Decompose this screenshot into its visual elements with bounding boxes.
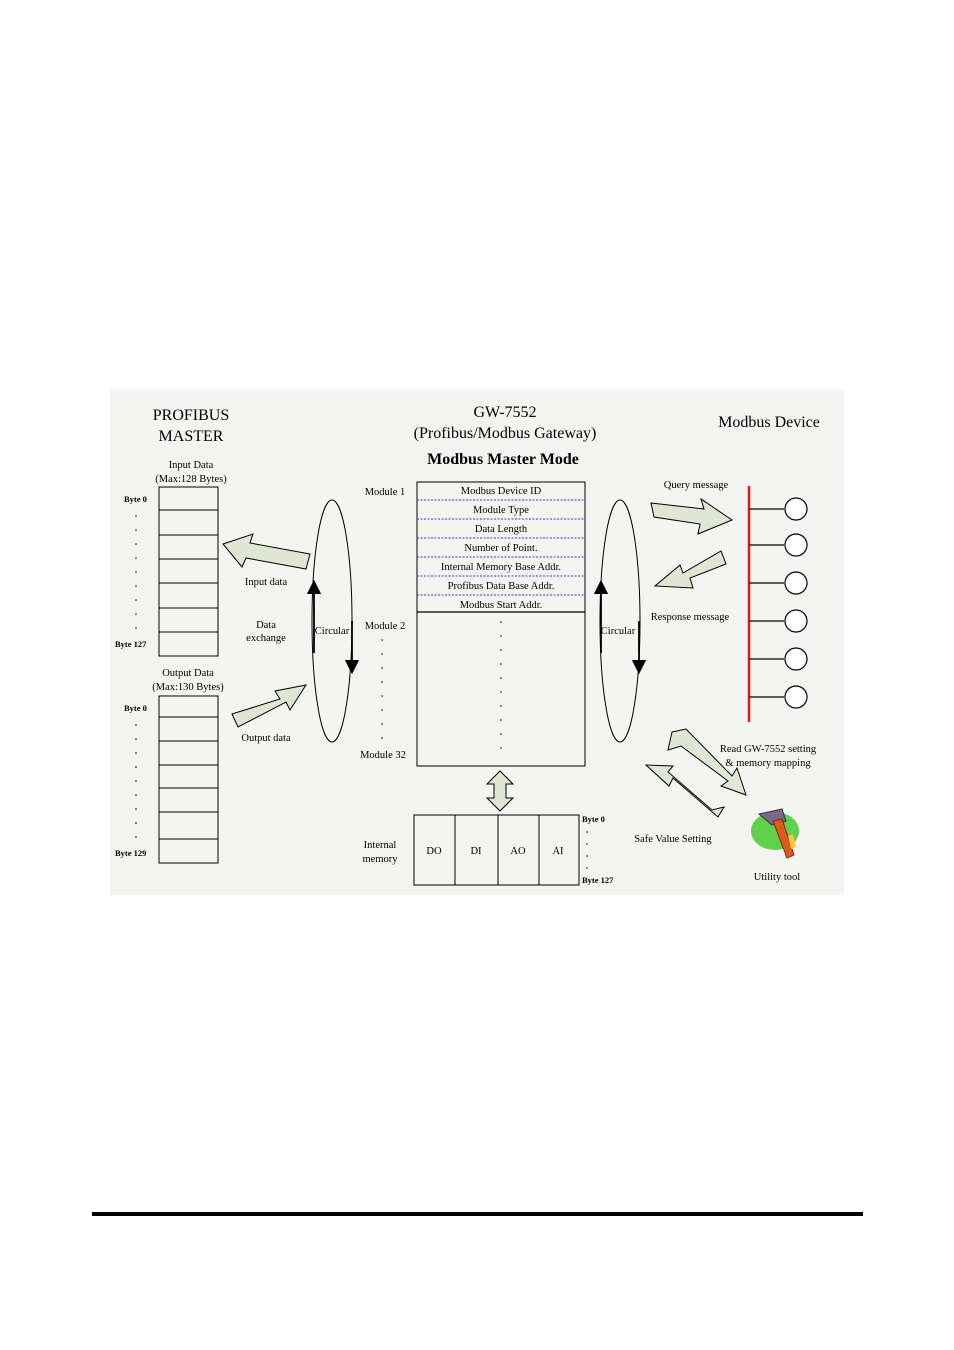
- memory-block-ao: AO: [510, 846, 526, 857]
- circular-left-label: Circular: [315, 626, 350, 637]
- output-byte-first: Byte 0: [124, 703, 147, 713]
- master-title-line2: MASTER: [159, 428, 224, 445]
- output-byte-last: Byte 129: [115, 848, 146, 858]
- input-data-subtitle: (Max:128 Bytes): [155, 474, 227, 485]
- read-setting-line1: Read GW-7552 setting: [720, 744, 817, 755]
- input-byte-dots: [135, 515, 137, 629]
- field-internal-memory-base-addr: Internal Memory Base Addr.: [441, 562, 561, 573]
- internal-memory-label-line1: Internal: [364, 840, 397, 851]
- device-title: Modbus Device: [718, 414, 820, 431]
- read-setting-arrow: [667, 728, 747, 796]
- gateway-title: GW-7552: [473, 404, 536, 421]
- field-modbus-start-addr: Modbus Start Addr.: [460, 600, 543, 611]
- memory-byte-first: Byte 0: [582, 814, 605, 824]
- input-data-arrow: [222, 533, 311, 570]
- module-32-label: Module 32: [360, 750, 406, 761]
- safe-value-label: Safe Value Setting: [634, 834, 712, 845]
- field-modbus-device-id: Modbus Device ID: [461, 486, 542, 497]
- response-message-label: Response message: [651, 612, 730, 623]
- master-title-line1: PROFIBUS: [153, 407, 229, 424]
- query-message-arrow: [650, 497, 734, 535]
- mode-title: Modbus Master Mode: [427, 451, 579, 468]
- field-number-of-point: Number of Point.: [464, 543, 537, 554]
- module-label-dots: [381, 639, 383, 739]
- data-exchange-line1: Data: [256, 620, 276, 631]
- circular-loop-right: [599, 499, 641, 743]
- memory-byte-dots: [586, 831, 588, 869]
- field-data-length: Data Length: [475, 524, 528, 535]
- footer-rule: [92, 1212, 863, 1216]
- query-message-label: Query message: [664, 480, 729, 491]
- memory-block-di: DI: [470, 846, 482, 857]
- circular-loop-left: [311, 499, 353, 743]
- output-data-title: Output Data: [162, 668, 214, 679]
- data-exchange-line2: exchange: [246, 633, 286, 644]
- output-data-table: [158, 695, 219, 864]
- gateway-subtitle: (Profibus/Modbus Gateway): [414, 425, 597, 442]
- response-message-arrow: [653, 550, 727, 589]
- input-data-label: Input data: [245, 577, 288, 588]
- modbus-device-nodes: [749, 497, 808, 709]
- input-byte-first: Byte 0: [124, 494, 147, 504]
- internal-memory-table: [413, 814, 580, 886]
- diagram-canvas: PROFIBUS MASTER Input Data (Max:128 Byte…: [115, 404, 820, 886]
- module-table-dots: [500, 621, 502, 749]
- module-1-label: Module 1: [365, 487, 406, 498]
- output-byte-dots: [135, 724, 137, 838]
- safe-value-arrow: [644, 764, 726, 818]
- input-byte-last: Byte 127: [115, 639, 147, 649]
- input-data-table: [158, 486, 219, 657]
- field-module-type: Module Type: [473, 505, 529, 516]
- module-table: [416, 481, 586, 767]
- output-data-subtitle: (Max:130 Bytes): [152, 682, 224, 693]
- output-data-label: Output data: [241, 733, 291, 744]
- input-data-title: Input Data: [169, 460, 214, 471]
- memory-block-do: DO: [426, 846, 442, 857]
- memory-link-double-arrow: [485, 770, 515, 812]
- gateway-architecture-diagram: PROFIBUS MASTER Input Data (Max:128 Byte…: [110, 389, 844, 895]
- memory-byte-last: Byte 127: [582, 875, 614, 885]
- output-data-arrow: [231, 684, 308, 728]
- utility-tool-label: Utility tool: [754, 872, 800, 883]
- circular-right-label: Circular: [601, 626, 636, 637]
- module-2-label: Module 2: [365, 621, 406, 632]
- internal-memory-label-line2: memory: [363, 854, 399, 865]
- field-profibus-data-base-addr: Profibus Data Base Addr.: [448, 581, 555, 592]
- read-setting-line2: & memory mapping: [725, 758, 811, 769]
- utility-tool-icon: [751, 808, 799, 859]
- memory-block-ai: AI: [552, 846, 564, 857]
